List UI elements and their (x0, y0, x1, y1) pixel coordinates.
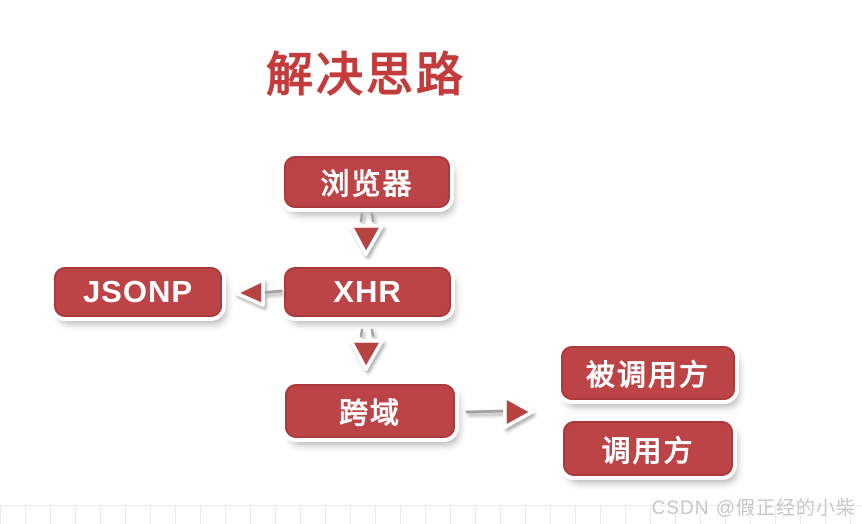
node-xhr: XHR (284, 267, 451, 317)
grid-background (0, 505, 862, 524)
node-jsonp: JSONP (54, 267, 222, 317)
node-cross-domain: 跨域 (285, 384, 455, 438)
arrow-left-xhr-to-jsonp-icon (234, 278, 283, 307)
arrow-down-xhr-to-cross-domain-icon (349, 328, 384, 371)
node-browser: 浏览器 (284, 156, 450, 208)
page-title: 解决思路 (266, 48, 466, 101)
node-callee: 被调用方 (561, 346, 735, 400)
node-caller: 调用方 (563, 421, 733, 476)
watermark: CSDN @假正经的小柴 (651, 498, 856, 519)
arrow-down-browser-to-xhr-icon (349, 212, 384, 256)
arrow-right-cross-domain-to-parties-icon (465, 395, 534, 429)
